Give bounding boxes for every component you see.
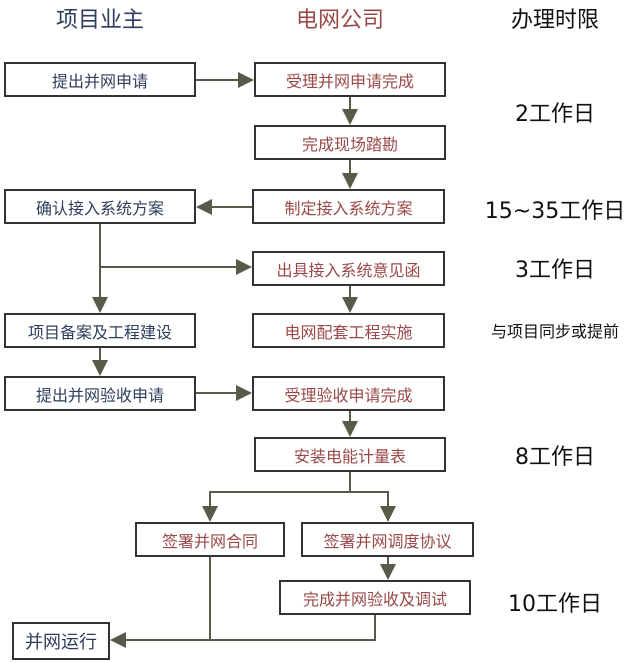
time-limit-2-days: 2工作日 [515, 102, 595, 127]
step-submit-application: 提出并网申请 [4, 62, 196, 97]
header-grid-company: 电网公司 [295, 8, 385, 33]
step-acceptance-debug: 完成并网验收及调试 [279, 580, 471, 615]
header-time-limit: 办理时限 [510, 8, 600, 33]
step-issue-opinion: 出具接入系统意见函 [252, 251, 445, 286]
step-accept-application: 受理并网申请完成 [254, 62, 446, 97]
step-grid-supporting-works: 电网配套工程实施 [252, 313, 445, 348]
time-limit-15-35-days: 15~35工作日 [484, 199, 626, 224]
step-sign-dispatch-agreement: 签署并网调度协议 [301, 522, 474, 557]
step-submit-acceptance: 提出并网验收申请 [4, 376, 196, 411]
step-make-access-plan: 制定接入系统方案 [252, 189, 445, 224]
step-accept-acceptance: 受理验收申请完成 [252, 376, 445, 411]
step-grid-operation: 并网运行 [12, 622, 110, 660]
time-limit-3-days: 3工作日 [515, 258, 595, 283]
time-limit-10-days: 10工作日 [508, 592, 602, 617]
time-limit-synchronous: 与项目同步或提前 [490, 322, 620, 341]
step-confirm-access-plan: 确认接入系统方案 [4, 189, 196, 224]
step-site-survey: 完成现场踏勘 [254, 125, 446, 160]
header-project-owner: 项目业主 [55, 8, 145, 33]
step-project-filing: 项目备案及工程建设 [4, 313, 196, 348]
step-sign-contract: 签署并网合同 [135, 522, 285, 557]
step-install-meter: 安装电能计量表 [254, 437, 446, 472]
time-limit-8-days: 8工作日 [515, 445, 595, 470]
